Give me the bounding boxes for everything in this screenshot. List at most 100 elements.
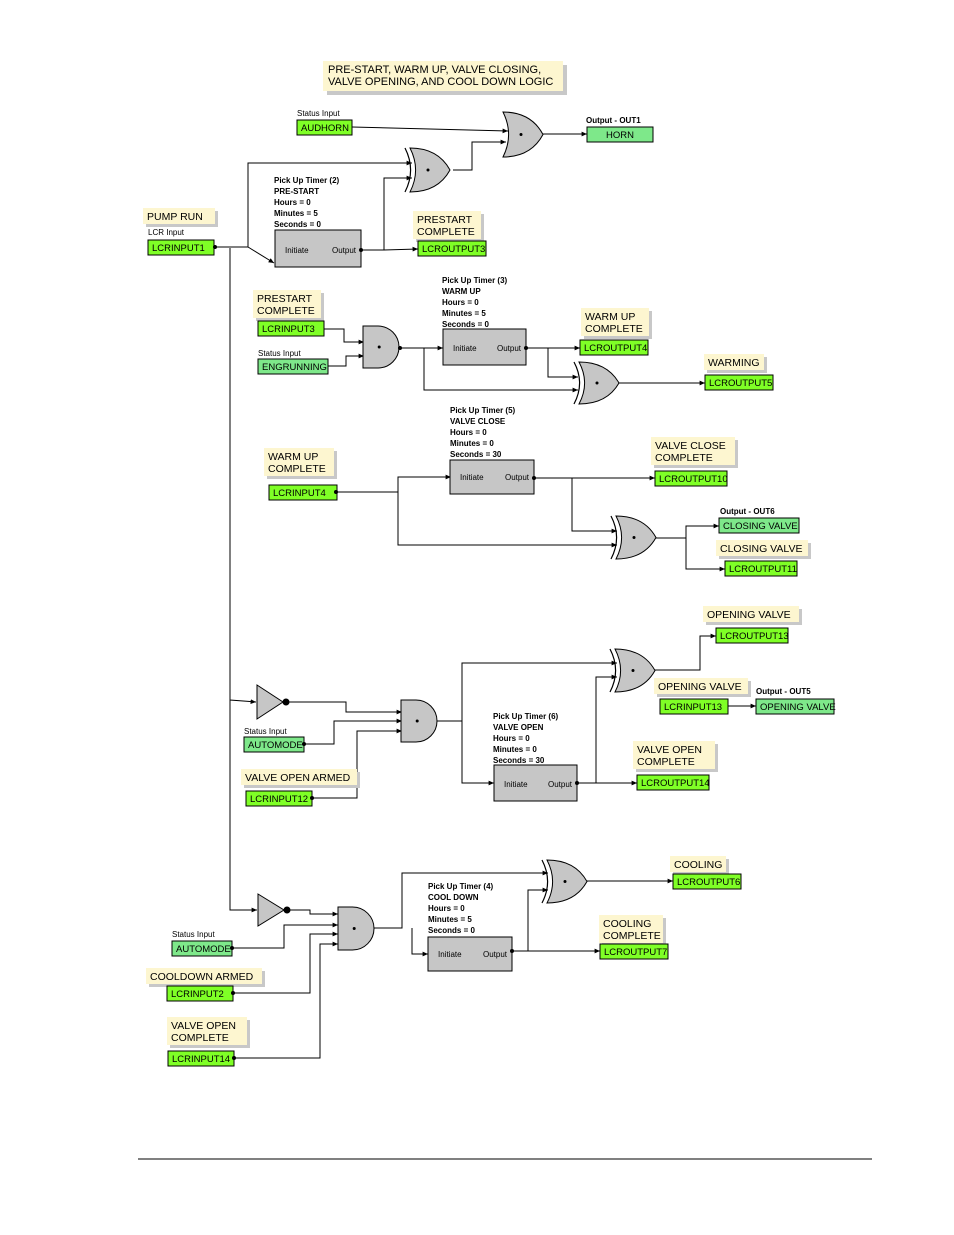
not-gate-cool-down[interactable] <box>257 893 291 927</box>
timer-param: Pick Up Timer (5) <box>450 406 516 415</box>
junction-dot <box>510 949 514 953</box>
caption-output-out6: Output - OUT6 <box>720 507 775 516</box>
junction-dot <box>524 346 528 350</box>
note-text: COMPLETE <box>268 463 326 475</box>
wire <box>397 492 617 548</box>
block-lcroutput4[interactable]: LCROUTPUT4 <box>579 339 649 356</box>
wire <box>374 870 548 929</box>
block-lcroutput3[interactable]: LCROUTPUT3 <box>417 240 487 257</box>
block-lcroutput5[interactable]: LCROUTPUT5 <box>704 374 774 391</box>
block-closing-valve-out6[interactable]: CLOSING VALVE <box>718 517 800 534</box>
block-lcrinput14[interactable]: LCRINPUT14 <box>167 1050 235 1067</box>
block-lcrinput4[interactable]: LCRINPUT4 <box>268 484 338 501</box>
timer-param: Minutes = 5 <box>274 209 318 218</box>
block-lcroutput10[interactable]: LCROUTPUT10 <box>654 470 728 487</box>
note-text: WARMING <box>708 357 760 369</box>
caption-status-input-audhorn: Status Input <box>297 109 340 118</box>
block-label: OPENING VALVE <box>760 702 836 713</box>
wire <box>328 353 364 367</box>
caption-status-input-automode1: Status Input <box>244 727 287 736</box>
and-gate-cool-down[interactable] <box>337 906 375 951</box>
and-gate-valve-open[interactable] <box>400 699 438 743</box>
note-text: COOLING <box>674 859 722 871</box>
block-label: CLOSING VALVE <box>723 521 798 532</box>
block-lcrinput2[interactable]: LCRINPUT2 <box>166 985 234 1002</box>
block-lcrinput13[interactable]: LCRINPUT13 <box>659 698 729 715</box>
and-gate-warmup[interactable] <box>362 325 400 369</box>
block-automode2[interactable]: AUTOMODE <box>171 940 233 957</box>
block-lcroutput14[interactable]: LCROUTPUT14 <box>636 774 710 791</box>
block-label: LCROUTPUT11 <box>729 564 797 575</box>
note-cooldown-armed: COOLDOWN ARMED <box>146 968 265 987</box>
note-text: PRESTART <box>257 293 313 305</box>
note-cooling: COOLING <box>670 856 729 875</box>
timer-param: Hours = 0 <box>442 298 479 307</box>
note-text: WARM UP <box>268 451 318 463</box>
timer-initiate-port: Initiate <box>453 344 477 353</box>
timer-initiate-port: Initiate <box>438 950 462 959</box>
block-lcroutput11[interactable]: LCROUTPUT11 <box>724 560 798 577</box>
wire <box>423 348 578 393</box>
block-lcroutput13[interactable]: LCROUTPUT13 <box>715 627 789 644</box>
wire <box>229 700 257 913</box>
block-lcrinput12[interactable]: LCRINPUT12 <box>245 790 313 807</box>
timer-initiate-port: Initiate <box>460 473 484 482</box>
block-lcrinput3[interactable]: LCRINPUT3 <box>257 320 325 337</box>
block-label: LCRINPUT1 <box>152 243 205 254</box>
note-warming: WARMING <box>704 354 767 373</box>
junction-dot <box>575 781 579 785</box>
block-audhorn[interactable]: AUDHORN <box>296 119 353 136</box>
block-label: LCROUTPUT10 <box>659 474 728 485</box>
wire <box>351 126 509 134</box>
block-automode1[interactable]: AUTOMODE <box>243 736 305 753</box>
block-horn[interactable]: HORN <box>586 126 654 143</box>
block-label: LCRINPUT4 <box>273 488 326 499</box>
block-engrunning[interactable]: ENGRUNNING <box>257 358 329 375</box>
junction-dot <box>334 490 338 494</box>
xor-gate-closing[interactable] <box>610 515 657 560</box>
note-text: COMPLETE <box>655 452 713 464</box>
xor-gate-cooling[interactable] <box>541 859 588 904</box>
timer-param: Hours = 0 <box>493 734 530 743</box>
timer-param: Pick Up Timer (3) <box>442 276 508 285</box>
wire <box>527 887 548 951</box>
timer-param: PRE-START <box>274 187 319 196</box>
block-lcroutput6[interactable]: LCROUTPUT6 <box>672 873 742 890</box>
caption-lcr-input: LCR Input <box>148 228 185 237</box>
timer-initiate-port: Initiate <box>504 780 528 789</box>
block-lcroutput7[interactable]: LCROUTPUT7 <box>599 943 669 960</box>
not-gate-valve-open[interactable] <box>256 684 290 720</box>
timer-param: Pick Up Timer (6) <box>493 712 559 721</box>
note-text: OPENING VALVE <box>707 609 791 621</box>
junction-dot <box>398 346 402 350</box>
wire <box>411 928 428 957</box>
block-label: LCROUTPUT14 <box>641 778 710 789</box>
block-label: AUDHORN <box>301 123 349 134</box>
block-opening-valve-out5[interactable]: OPENING VALVE <box>755 698 836 715</box>
note-pump-run: PUMP RUN <box>143 208 218 227</box>
xor-gate-prestart[interactable] <box>404 147 451 193</box>
junction-dot <box>532 476 536 480</box>
block-label: LCROUTPUT5 <box>709 378 772 389</box>
or-gate-horn[interactable] <box>502 111 544 158</box>
note-text: VALVE CLOSE <box>655 440 726 452</box>
note-text: VALVE OPEN <box>637 744 702 756</box>
xor-gate-warming[interactable] <box>573 361 620 405</box>
xor-gate-opening[interactable] <box>609 648 656 693</box>
block-lcrinput1[interactable]: LCRINPUT1 <box>147 239 215 256</box>
wire <box>337 474 451 493</box>
wire <box>361 175 412 251</box>
junction-dot <box>310 796 314 800</box>
note-text: PUMP RUN <box>147 211 203 223</box>
